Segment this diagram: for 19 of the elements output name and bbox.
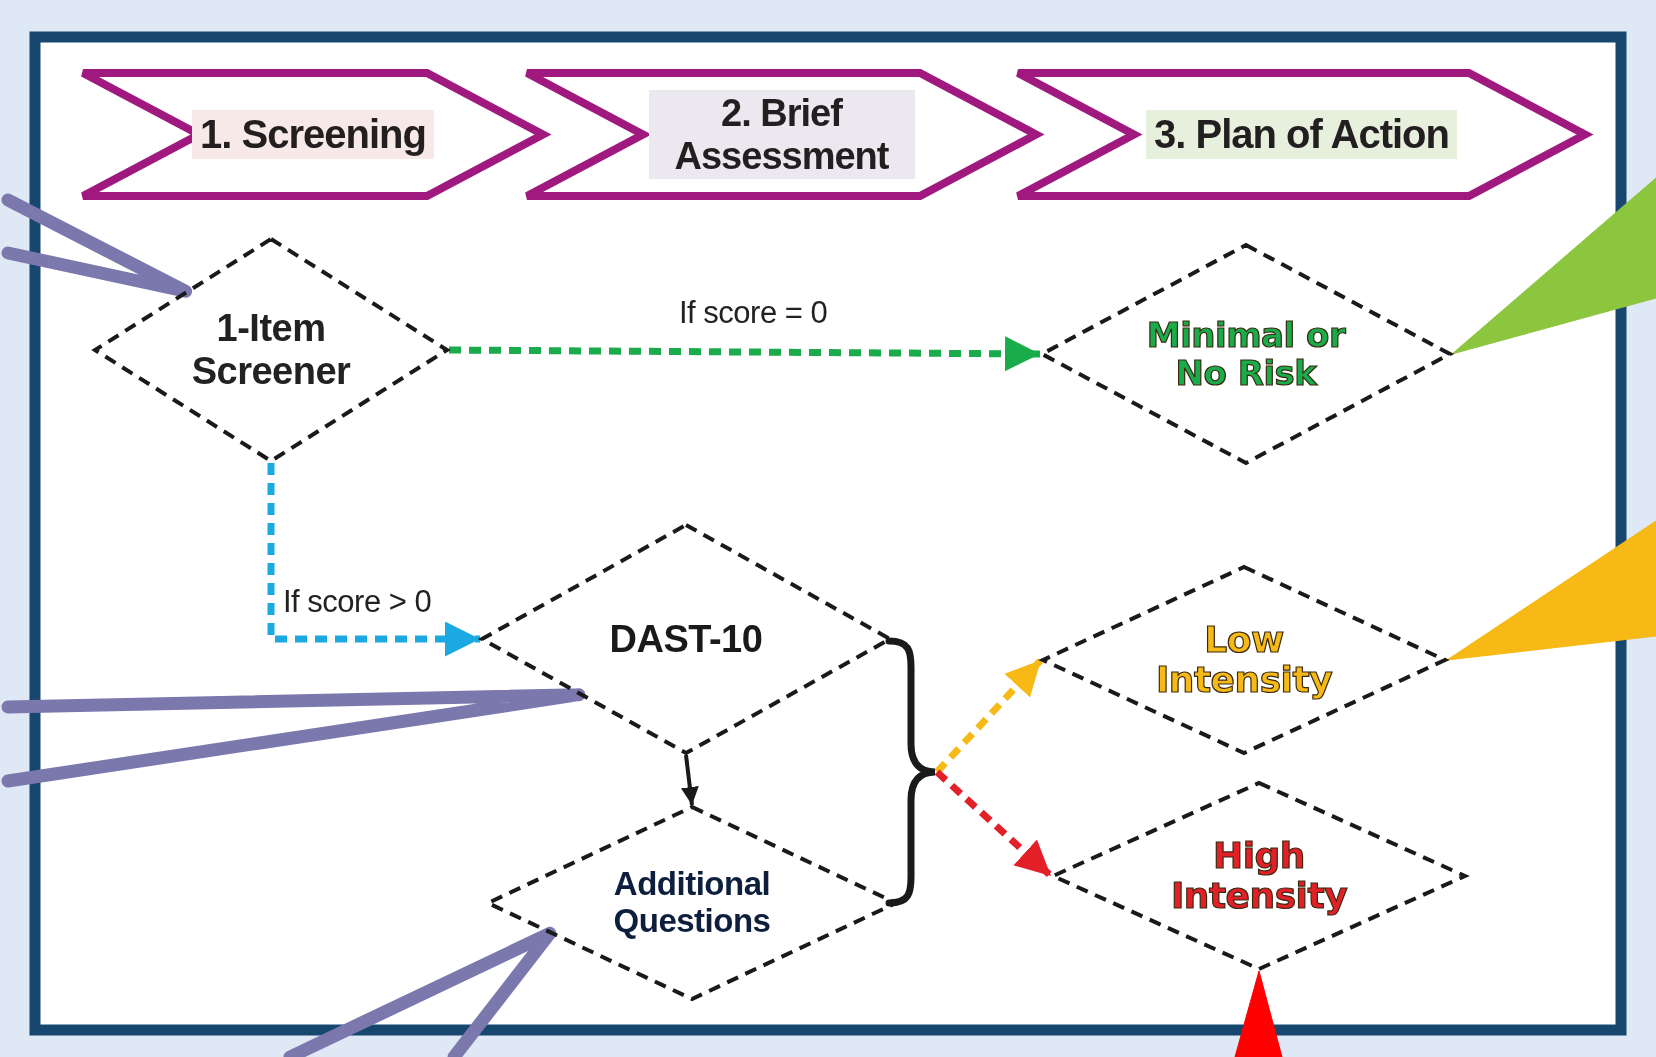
node-label: High Intensity: [1169, 835, 1349, 917]
arrow: [680, 754, 699, 806]
callout-pointer: [1451, 177, 1656, 355]
stage-label: 2. Brief Assessment: [648, 89, 915, 180]
callout-pointer: [1, 688, 586, 788]
node-label: Minimal or No Risk: [1145, 315, 1347, 393]
callout-pointer: [1, 193, 193, 298]
callout-pointer: [1234, 970, 1283, 1057]
node-label: Additional Questions: [612, 866, 772, 940]
node-label: 1-Item Screener: [190, 307, 352, 393]
node-label: Low Intensity: [1154, 619, 1334, 701]
callout-pointer: [283, 926, 557, 1057]
dashed-arrow: [934, 769, 1054, 879]
dashed-arrow: [934, 657, 1044, 775]
stage-label: 3. Plan of Action: [1146, 110, 1457, 159]
dashed-arrow: [448, 336, 1041, 372]
node-label: DAST-10: [609, 617, 763, 661]
stage-label: 1. Screening: [192, 110, 434, 159]
callout-pointer: [1446, 520, 1656, 661]
